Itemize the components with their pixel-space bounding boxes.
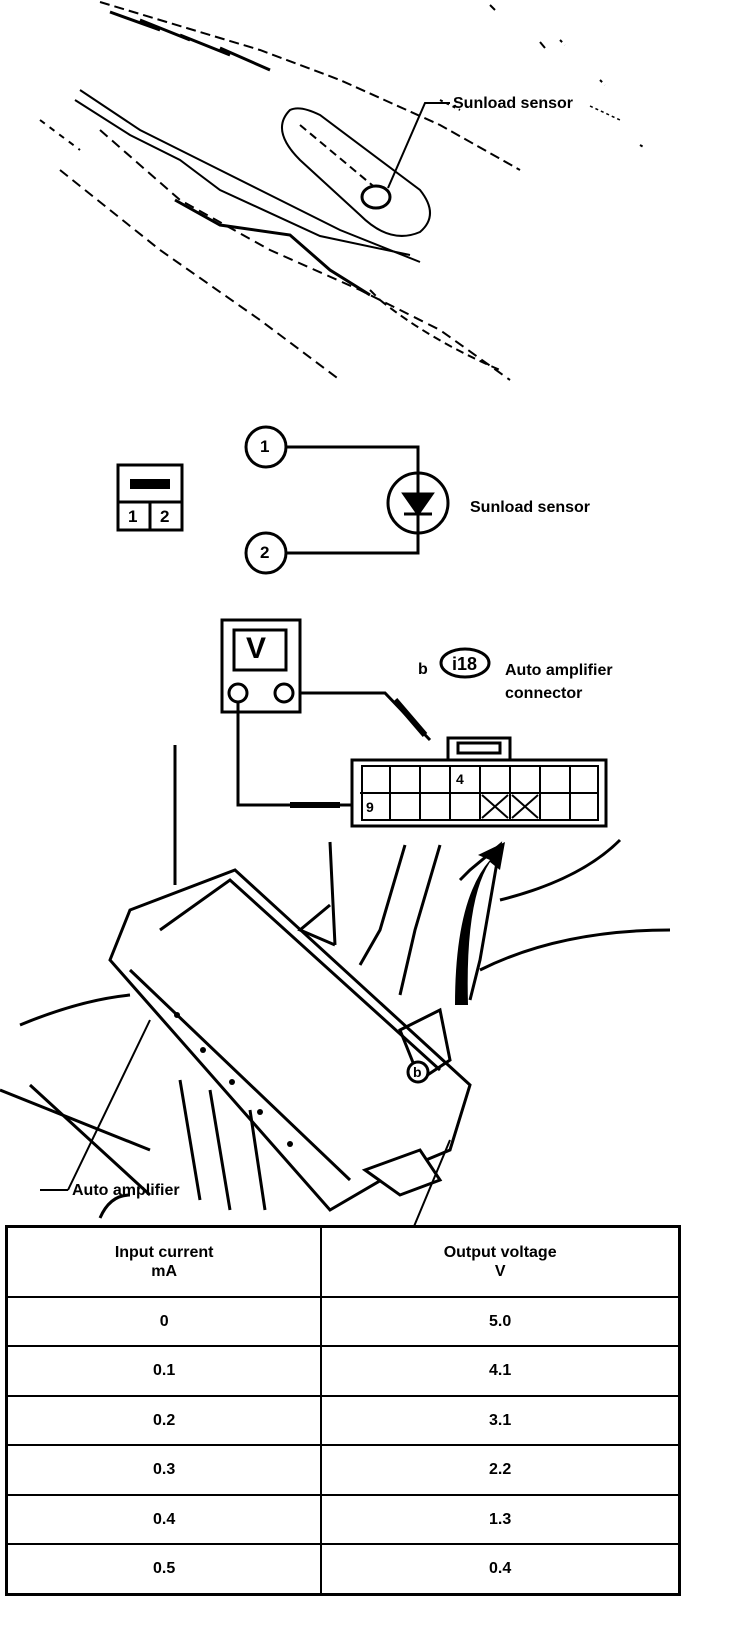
input-current-cell: 0.3: [5, 1444, 323, 1496]
input-current-cell: 0.5: [5, 1543, 323, 1596]
amplifier-connector-callout: b: [413, 1064, 422, 1080]
voltmeter: [220, 618, 432, 808]
connector-name-line1: Auto amplifier: [505, 662, 613, 679]
terminal-4-label: 4: [456, 771, 464, 787]
amplifier-connector: [350, 647, 608, 828]
connector-pin-1-label: 1: [128, 507, 138, 526]
table-row: 0.4 1.3: [5, 1493, 681, 1546]
table-row: 0.5 0.4: [5, 1543, 681, 1596]
output-voltage-cell: 2.2: [320, 1444, 681, 1496]
input-current-cell: 0.1: [5, 1345, 323, 1397]
dashboard-illustration: [39, 1, 646, 381]
connector-pin-2-label: 2: [160, 507, 170, 526]
table-header-row: Input current mA Output voltage V: [5, 1225, 681, 1298]
diagram-illustration: [0, 1, 671, 1225]
voltmeter-symbol: V: [246, 632, 267, 665]
output-voltage-cell: 0.4: [320, 1543, 681, 1596]
auto-amplifier-label: Auto amplifier: [72, 1182, 180, 1199]
amplifier-leader-line: [40, 1019, 151, 1191]
input-output-table: Input current mA Output voltage V 0 5.0 …: [5, 1225, 681, 1596]
output-voltage-cell: 4.1: [320, 1345, 681, 1397]
output-voltage-cell: 5.0: [320, 1295, 681, 1348]
disconnect-arrow: [455, 842, 505, 1005]
output-voltage-cell: 1.3: [320, 1493, 681, 1546]
pin-1-label: 1: [260, 437, 270, 456]
sunload-sensor-label-top: Sunload sensor: [453, 95, 574, 112]
connector-name-line2: connector: [505, 685, 583, 702]
table-row: 0.2 3.1: [5, 1394, 681, 1447]
input-current-cell: 0: [5, 1295, 323, 1348]
amplifier-screws: [174, 1012, 293, 1147]
table-row: 0.3 2.2: [5, 1444, 681, 1496]
input-current-header: Input current mA: [5, 1225, 323, 1298]
sunload-sensor-dome: [360, 102, 621, 210]
output-voltage-cell: 3.1: [320, 1394, 681, 1447]
voltmeter-plus-terminal: ⊕: [226, 682, 243, 704]
sunload-sensor-label-schematic: Sunload sensor: [470, 499, 591, 516]
table-row: 0.1 4.1: [5, 1345, 681, 1397]
pin-2-label: 2: [260, 543, 270, 562]
sensor-schematic: [244, 425, 450, 575]
connector-prefix-label: b: [418, 661, 428, 678]
table-row: 0 5.0: [5, 1295, 681, 1348]
input-current-cell: 0.4: [5, 1493, 323, 1546]
connector-id-label: i18: [452, 654, 478, 674]
output-voltage-header: Output voltage V: [320, 1225, 681, 1298]
terminal-9-label: 9: [366, 799, 374, 815]
input-current-cell: 0.2: [5, 1394, 323, 1447]
voltmeter-minus-terminal: ⊖: [272, 682, 289, 704]
sensor-connector-icon: [116, 463, 184, 532]
